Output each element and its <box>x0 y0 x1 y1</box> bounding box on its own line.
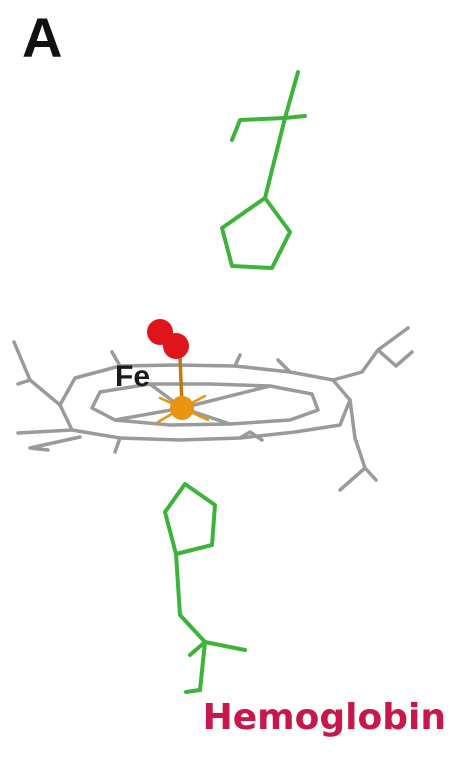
bottom-stub-left <box>113 436 122 454</box>
right-propionate-lower <box>338 398 367 492</box>
lower-histidine-backbone <box>174 552 207 692</box>
top-stub-far-right <box>276 358 292 374</box>
right-propionate-upper-branch <box>376 348 414 368</box>
lower-histidine-tail <box>184 688 202 694</box>
bottom-stub-right <box>238 430 264 442</box>
upper-histidine <box>220 70 307 270</box>
figure-caption: Hemoglobin <box>202 697 446 738</box>
iron-label: Fe <box>115 360 151 393</box>
panel-label: A <box>22 6 63 69</box>
upper-histidine-backbone <box>263 70 300 200</box>
porphyrin-inner-ring <box>90 382 320 427</box>
oxygen-molecule <box>147 319 189 359</box>
left-vinyl-stub <box>16 378 32 386</box>
right-propionate-upper <box>331 326 410 382</box>
porphyrin-bond-2 <box>180 384 272 410</box>
iron-atom <box>170 396 194 420</box>
upper-histidine-branch-left <box>230 116 287 142</box>
lower-histidine <box>163 482 247 694</box>
lower-histidine-branch-right <box>203 640 247 652</box>
upper-histidine-branch-right <box>283 114 307 120</box>
porphyrin-outer-ring <box>58 363 352 442</box>
top-stub-right <box>233 353 242 368</box>
left-methyl-lower <box>28 435 82 452</box>
oxygen-atom-2 <box>163 333 189 359</box>
heme-group <box>12 326 414 492</box>
right-propionate-lower-branch <box>363 466 378 482</box>
lower-histidine-ring <box>163 482 217 556</box>
left-vinyl-group <box>12 340 62 407</box>
upper-histidine-ring <box>220 196 292 270</box>
lower-histidine-branch-left <box>188 640 207 657</box>
left-methyl-upper <box>16 428 74 435</box>
top-stub-left <box>110 350 122 368</box>
